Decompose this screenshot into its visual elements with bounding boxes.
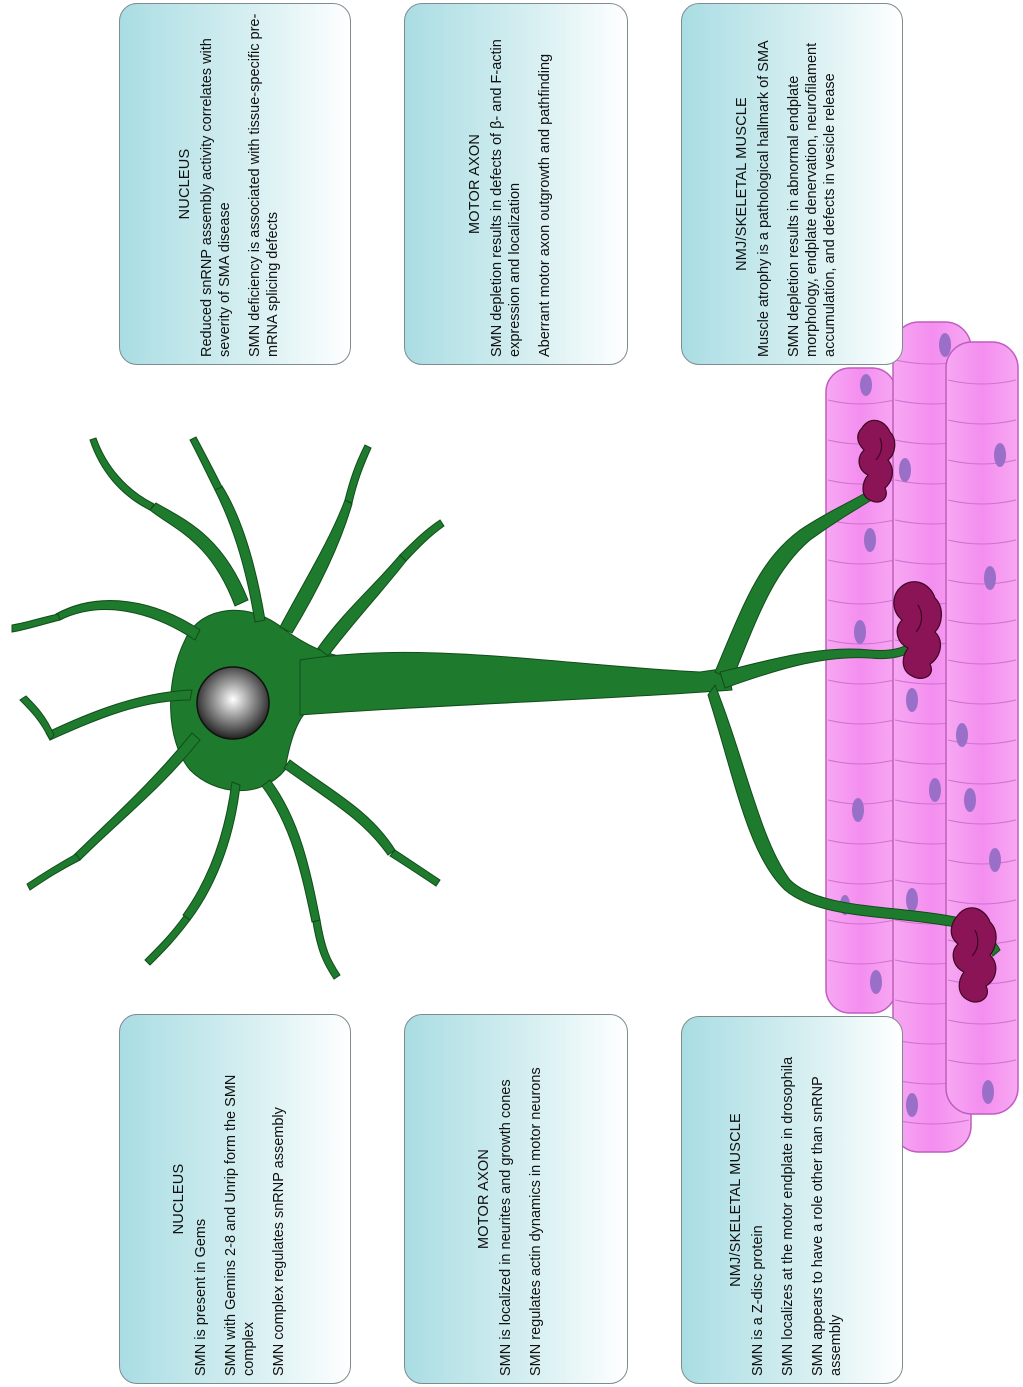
box-nucleus-disease: NUCLEUS Reduced snRNP assembly activity … [119,3,351,365]
dendrite-left-3 [74,733,200,860]
box-nmj-muscle-disease: NMJ/SKELETAL MUSCLE Muscle atrophy is a … [681,3,903,365]
box-title: MOTOR AXON [475,1022,493,1376]
box-text: SMN localizes at the motor endplate in d… [779,1024,797,1376]
box-title: MOTOR AXON [466,11,484,357]
neuron-nucleus [197,667,269,739]
box-motor-axon-disease: MOTOR AXON SMN depletion results in defe… [404,3,628,365]
box-text: Muscle atrophy is a pathological hallmar… [755,11,773,357]
dendrite-left-2 [46,690,192,740]
box-text: SMN depletion results in defects of β- a… [488,11,524,357]
box-title: NMJ/SKELETAL MUSCLE [727,1024,745,1376]
box-text: SMN appears to have a role other than sn… [809,1024,845,1376]
box-text: SMN is localized in neurites and growth … [497,1022,515,1376]
box-nmj-muscle-function: NMJ/SKELETAL MUSCLE SMN is a Z-disc prot… [681,1016,903,1384]
box-text: SMN deficiency is associated with tissue… [246,11,282,357]
box-text: SMN is a Z-disc protein [749,1024,767,1376]
box-text: SMN depletion results in abnormal endpla… [785,11,839,357]
dendrite-top-4 [318,555,406,656]
dendrite-bottom-1 [183,782,240,920]
box-text: SMN with Gemins 2-8 and Unrip form the S… [222,1022,258,1376]
box-motor-axon-function: MOTOR AXON SMN is localized in neurites … [404,1014,628,1384]
box-text: SMN regulates actin dynamics in motor ne… [527,1022,545,1376]
box-text: Reduced snRNP assembly activity correlat… [198,11,234,357]
box-nucleus-function: NUCLEUS SMN is present in Gems SMN with … [119,1014,351,1384]
dendrite-left-1 [56,601,200,640]
box-title: NMJ/SKELETAL MUSCLE [733,11,751,357]
box-text: Aberrant motor axon outgrowth and pathfi… [536,11,554,357]
dendrite-top-3 [280,500,352,633]
box-text: SMN complex regulates snRNP assembly [270,1022,288,1376]
motor-axon [300,652,732,715]
box-title: NUCLEUS [170,1022,188,1376]
box-title: NUCLEUS [176,11,194,357]
box-text: SMN is present in Gems [192,1022,210,1376]
dendrite-bottom-2 [262,780,320,922]
